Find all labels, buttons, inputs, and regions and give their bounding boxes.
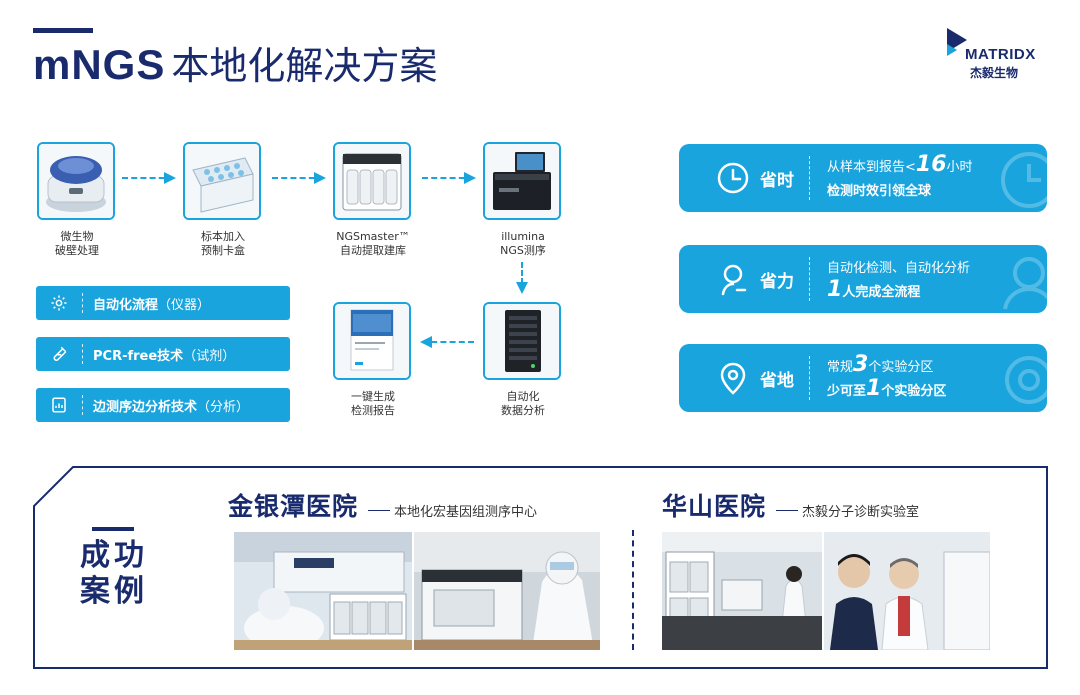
benefit-line1: 自动化检测、自动化分析 xyxy=(827,261,971,276)
pin-watermark-icon xyxy=(1005,356,1047,404)
feature-label: PCR-free技术 xyxy=(93,348,184,364)
benefit-line1: 常规3个实验分区 xyxy=(827,352,934,377)
feature-realtime-analysis: 边测序边分析技术（分析） xyxy=(36,388,290,422)
flow-arrow-1 xyxy=(122,172,176,184)
hospital-name: 金银潭医院 xyxy=(228,492,359,521)
feature-label: 边测序边分析技术 xyxy=(93,399,198,415)
workflow-step-caption: 自动化数据分析 xyxy=(501,390,545,417)
workflow-step-caption: 标本加入预制卡盒 xyxy=(201,230,245,257)
logo-name-cn: 杰毅生物 xyxy=(970,66,1019,80)
feature-automation: 自动化流程（仪器） xyxy=(36,286,290,320)
benefit-line2: 检测时效引领全球 xyxy=(827,184,932,199)
workflow-step-caption: 微生物破壁处理 xyxy=(55,230,99,257)
person-watermark-icon xyxy=(1003,257,1047,310)
hospital-name: 华山医院 xyxy=(662,492,767,521)
benefit-title: 省时 xyxy=(760,171,794,191)
server-image xyxy=(483,302,561,380)
document-chart-icon xyxy=(36,396,82,414)
clock-watermark-icon xyxy=(1001,152,1047,208)
success-cases-panel xyxy=(33,466,1048,669)
company-logo: MATRIDX 杰毅生物 xyxy=(945,28,1055,88)
report-booklet-image xyxy=(333,302,411,380)
hospital-huashan: 华山医院 杰毅分子诊断实验室 xyxy=(662,487,919,523)
flow-arrow-2 xyxy=(272,172,326,184)
feature-category: （仪器） xyxy=(158,297,211,313)
feature-pcr-free: PCR-free技术（试剂） xyxy=(36,337,290,371)
sequencer-image xyxy=(483,142,561,220)
benefit-line2: 少可至1个实验分区 xyxy=(827,376,947,401)
benefit-card-save-space: 省地 常规3个实验分区 少可至1个实验分区 xyxy=(679,344,1047,412)
benefit-card-save-labor: 省力 自动化检测、自动化分析 1人完成全流程 xyxy=(679,245,1047,313)
hospital-lab-name: 本地化宏基因组测序中心 xyxy=(394,505,538,520)
feature-category: （分析） xyxy=(197,399,250,415)
cases-accent-bar xyxy=(92,527,134,531)
benefit-title: 省地 xyxy=(760,371,794,391)
workflow-step-data-analysis: 自动化数据分析 xyxy=(483,302,563,418)
hospital-jinyintan: 金银潭医院 本地化宏基因组测序中心 xyxy=(228,487,537,523)
logo-mark-icon xyxy=(947,28,967,56)
benefit-title: 省力 xyxy=(760,272,794,292)
page-title-cn: 本地化解决方案 xyxy=(171,44,438,88)
case-photo-operator xyxy=(414,532,600,650)
case-photo-huashan-lab xyxy=(662,532,822,650)
bead-mill-device-image xyxy=(37,142,115,220)
ngsmaster-instrument-image xyxy=(333,142,411,220)
test-tube-icon xyxy=(36,345,82,363)
benefit-card-save-time: 省时 从样本到报告<16小时 检测时效引领全球 xyxy=(679,144,1047,212)
hospital-lab-name: 杰毅分子诊断实验室 xyxy=(802,505,920,520)
page-title-en: mNGS xyxy=(33,41,166,88)
gear-icon xyxy=(36,294,82,312)
title-accent-bar xyxy=(33,28,93,33)
logo-name-en: MATRIDX xyxy=(965,46,1036,63)
case-photo-lab-instruments xyxy=(234,532,412,650)
location-pin-icon xyxy=(720,362,746,395)
cartridge-image xyxy=(183,142,261,220)
cases-title: 成功案例 xyxy=(80,538,148,609)
feature-label: 自动化流程 xyxy=(93,297,159,313)
workflow-step-cell-lysis: 微生物破壁处理 xyxy=(37,142,117,258)
flow-arrow-3 xyxy=(422,172,476,184)
workflow-step-cartridge: 标本加入预制卡盒 xyxy=(183,142,263,258)
feature-category: （试剂） xyxy=(183,348,236,364)
person-icon xyxy=(721,264,747,296)
flow-arrow-4 xyxy=(516,262,528,294)
benefit-line2: 1人完成全流程 xyxy=(827,277,921,302)
flow-arrow-5 xyxy=(420,336,474,348)
workflow-step-report: 一键生成检测报告 xyxy=(333,302,413,418)
clock-icon xyxy=(717,162,749,194)
case-photo-team xyxy=(824,532,990,650)
cases-divider xyxy=(632,530,634,650)
workflow-step-caption: 一键生成检测报告 xyxy=(351,390,395,417)
benefit-line1: 从样本到报告<16小时 xyxy=(827,152,973,177)
